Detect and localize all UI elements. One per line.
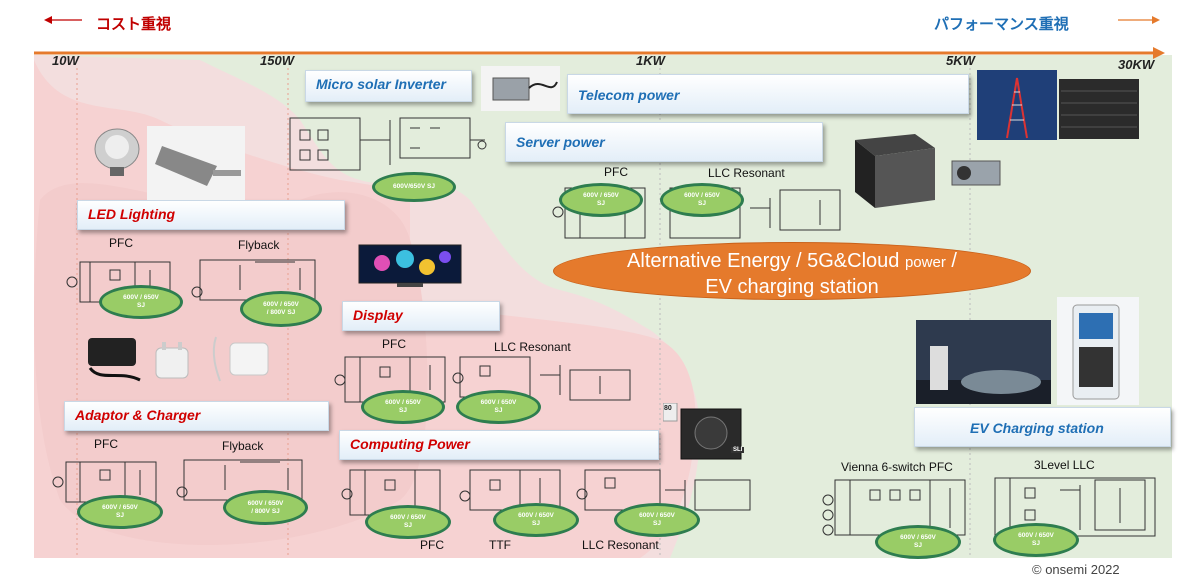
badge-adaptor-flyback-text: 600V / 650V/ 800V SJ	[247, 499, 284, 515]
copyright-text: © onsemi 2022	[1032, 562, 1120, 577]
solar-inverter-image	[481, 66, 560, 111]
trend-line-1-small: power	[904, 254, 946, 271]
trend-oval: Alternative Energy / 5G&Cloud power / EV…	[553, 242, 1031, 300]
tv-display-image	[358, 244, 462, 287]
server-pfc-label: PFC	[604, 165, 628, 179]
badge-adaptor-flyback: 600V / 650V/ 800V SJ	[223, 490, 308, 525]
server-rack-image	[855, 134, 935, 208]
adaptor-flyback-label: Flyback	[222, 439, 264, 453]
display-llc-label: LLC Resonant	[494, 340, 571, 354]
street-light-image	[147, 126, 245, 200]
ev-charging-station-image	[1057, 297, 1139, 405]
performance-focus-label: パフォーマンス重視	[934, 16, 1069, 33]
tick-5kw: 5KW	[946, 53, 975, 68]
app-led-lighting: LED Lighting	[77, 200, 345, 230]
badge-led-flyback-text: 600V / 650V/ 800V SJ	[263, 301, 299, 316]
trend-line-1-end: /	[951, 250, 957, 272]
trend-line-1-main: Alternative Energy / 5G&Cloud	[627, 250, 900, 272]
tick-150w: 150W	[260, 53, 294, 68]
badge-solar-text: 600V/650V SJ	[393, 183, 435, 190]
telecom-tower-image	[977, 70, 1057, 140]
app-computing-power: Computing Power	[339, 430, 659, 460]
laptop-charger-image	[212, 336, 269, 382]
server-psu-image	[951, 160, 1001, 186]
app-ev-charging-station: EV Charging station	[914, 407, 1171, 447]
tick-10w: 10W	[52, 53, 79, 68]
led-pfc-label: PFC	[109, 236, 133, 250]
ev-charger-scene-image	[916, 320, 1051, 404]
trend-line-1: Alternative Energy / 5G&Cloud power /	[554, 249, 1030, 275]
phone-charger-image	[155, 342, 189, 379]
led-flyback-label: Flyback	[238, 238, 280, 252]
computing-pfc-label: PFC	[420, 538, 444, 552]
adaptor-pfc-label: PFC	[94, 437, 118, 451]
badge-solar: 600V/650V SJ	[372, 172, 456, 202]
ev-3level-label: 3Level LLC	[1034, 458, 1095, 472]
cost-focus-label: コスト重視	[96, 16, 172, 33]
app-server-power: Server power	[505, 122, 823, 162]
server-llc-label: LLC Resonant	[708, 166, 785, 180]
app-display: Display	[342, 301, 500, 331]
psu-80plus-badge: 80	[664, 405, 672, 412]
ev-vienna-label: Vienna 6-switch PFC	[841, 460, 953, 474]
computing-llc-label: LLC Resonant	[582, 538, 659, 552]
app-micro-solar-inverter: Micro solar Inverter	[305, 70, 472, 102]
display-pfc-label: PFC	[382, 337, 406, 351]
pc-power-supply-image	[663, 403, 742, 460]
app-adaptor-charger: Adaptor & Charger	[64, 401, 329, 431]
trend-line-2: EV charging station	[705, 276, 879, 298]
psu-sli-badge: SLI	[731, 447, 745, 453]
telecom-rack-image	[1059, 79, 1139, 139]
badge-led-flyback: 600V / 650V/ 800V SJ	[240, 291, 322, 327]
laptop-adaptor-image	[88, 338, 141, 382]
computing-ttf-label: TTF	[489, 538, 511, 552]
tick-30kw: 30KW	[1118, 57, 1155, 72]
led-bulb-image	[94, 128, 140, 176]
app-telecom-power: Telecom power	[567, 74, 969, 114]
tick-1kw: 1KW	[636, 53, 665, 68]
